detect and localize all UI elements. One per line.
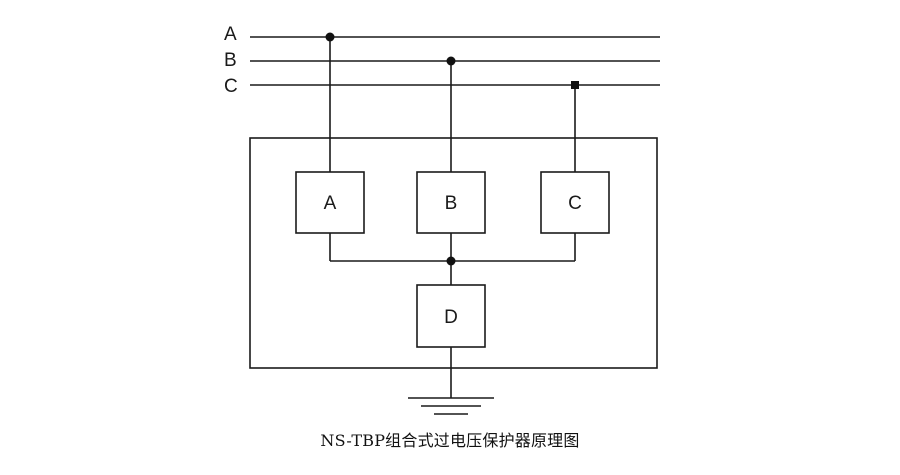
module-d-label: D [444,307,458,328]
junction-node-c [571,81,579,89]
module-a-label: A [324,193,337,214]
junction-node-b [446,56,456,66]
line-c-label: C [224,76,238,97]
line-b-label: B [224,50,237,71]
module-b-label: B [445,193,458,214]
line-a-label: A [224,24,237,45]
module-b-box [416,171,486,234]
diagram-caption: NS-TBP组合式过电压保护器原理图 [320,431,580,450]
common-bus-node [446,256,456,266]
junction-node-a [325,32,335,42]
protector-enclosure [249,137,658,369]
module-a-box [295,171,365,234]
module-d-box [416,284,486,348]
module-c-label: C [568,193,582,214]
ground-symbol [408,397,494,415]
